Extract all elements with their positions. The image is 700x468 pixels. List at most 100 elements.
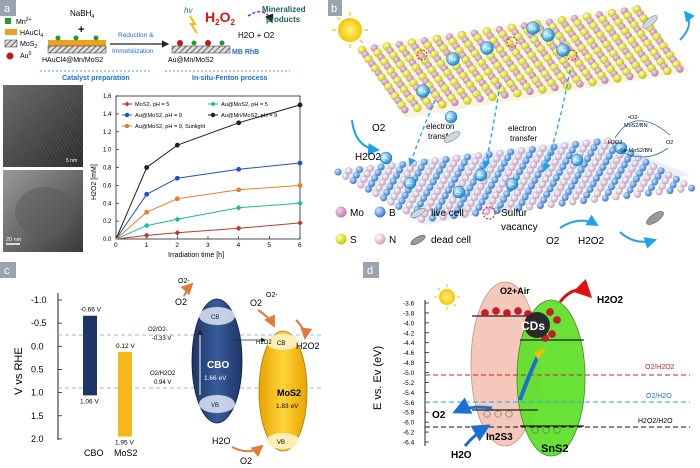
bn-atom [600, 179, 608, 187]
bn-atom [583, 191, 591, 199]
electron-marker [444, 110, 458, 124]
bn-atom [414, 169, 422, 177]
mos2-atom [438, 100, 447, 109]
mos2-atom [488, 92, 497, 102]
chart-ylabel: H2O2 [mM] [91, 164, 98, 200]
mos-legend-swatch [4, 39, 18, 48]
bn-atom [588, 165, 596, 173]
chart-lines [115, 102, 303, 240]
bn-atom [551, 158, 559, 166]
hole-label: h+ [449, 57, 457, 64]
h2o2-arrow-right [295, 319, 313, 340]
bn-atom [389, 177, 397, 185]
vacancy-legend-2: vacancy [501, 222, 538, 233]
bn-atom [559, 163, 567, 171]
s-legend: S [350, 235, 357, 246]
bn-atom [467, 199, 475, 207]
hauc-legend-label: HAuCl4 [20, 30, 43, 39]
mos2-bottom-value: 1.95 V [115, 440, 134, 447]
bn-atom [594, 153, 602, 161]
reduction-label-1: Reduction & [118, 32, 154, 39]
fenton-label: In-situ-Fenton process [192, 75, 268, 82]
bn-atom [409, 196, 417, 204]
bn-atom [657, 167, 665, 175]
cds-particle [524, 312, 550, 338]
bn-atom [662, 177, 670, 185]
bn-atom [446, 202, 454, 210]
o2-oxidation-arrow-d [452, 397, 493, 414]
bn-atom [420, 158, 428, 166]
electron-label: e- [573, 158, 580, 165]
inset-arc [617, 147, 669, 158]
bn-atom [672, 175, 680, 183]
bn-atom [364, 185, 372, 193]
mos2-atom [401, 106, 409, 114]
transfer-arrow-3 [543, 69, 571, 172]
bn-atom [550, 195, 558, 203]
bn-atom [589, 180, 597, 188]
bn-atom [650, 163, 658, 171]
h2o-o2-label: H2O + O2 [238, 31, 275, 40]
reagent-label: NaBH4 [70, 9, 94, 20]
electron-dot-d [481, 309, 489, 317]
bn-atom [486, 202, 494, 210]
y-tick-label-d: -3.6 [403, 301, 415, 308]
series-point [174, 229, 181, 236]
bn-atom [507, 200, 515, 208]
tem-lattice-top [3, 85, 83, 167]
bn-atom [429, 178, 437, 186]
o2-reduction-arrow-left [180, 282, 194, 297]
y-tick-label-c: 1.0 [31, 388, 44, 398]
au-legend-dot [6, 52, 14, 60]
cbo-vb-label: VB [211, 403, 219, 409]
mos2-atom [526, 87, 534, 96]
electron-dot-d [546, 308, 554, 316]
hole-marker [556, 43, 570, 57]
n-legend-dot [374, 233, 386, 245]
mn-dot [93, 35, 99, 41]
sulfur-vacancy-icon [416, 49, 428, 61]
bn-atom [614, 172, 622, 180]
inset-arc [614, 120, 671, 139]
bn-atom [530, 161, 538, 169]
axis-ylabel-c: V vs RHE [13, 347, 25, 395]
y-tick-label: 0.0 [103, 237, 112, 243]
bn-atom [546, 185, 554, 193]
cbo-gap-label: 1.66 eV [204, 375, 227, 382]
hole-label: h+ [483, 46, 491, 53]
bn-atom [594, 190, 602, 198]
series-point [235, 225, 242, 232]
bn-atom [558, 199, 566, 207]
mb-rhb-label: MB RhB [232, 49, 259, 56]
bn-atom [441, 192, 449, 200]
bn-atom [586, 185, 594, 193]
bn-atom [526, 203, 534, 211]
mos2-cb-label: CB [277, 341, 285, 347]
y-tick-label-d: -5.2 [403, 380, 415, 387]
y-tick-label-d: -6.2 [403, 430, 415, 437]
series-point [174, 142, 180, 148]
bn-atom [437, 182, 445, 190]
bn-atom [542, 175, 550, 183]
series-point [143, 232, 150, 239]
bn-atom [428, 162, 436, 170]
bn-atom [357, 181, 365, 189]
bn-atom [334, 168, 342, 176]
bn-atom [470, 194, 478, 202]
bn-atom [448, 181, 456, 189]
bn-atom [611, 177, 619, 185]
bn-atom [478, 198, 486, 206]
bn-atom [522, 157, 530, 165]
bn-atom [453, 154, 461, 162]
electron-marker [474, 168, 488, 182]
bn-atom [637, 185, 645, 193]
y-tick-label: 0.4 [103, 201, 112, 207]
cbo-bar [83, 315, 97, 396]
electron-dot-d [503, 309, 511, 317]
bn-atom [533, 155, 541, 163]
bn-atom [577, 166, 585, 174]
mn-legend-swatch [5, 18, 11, 24]
bn-atom [568, 146, 576, 154]
bn-atom [496, 149, 504, 157]
bn-atom [613, 156, 621, 164]
